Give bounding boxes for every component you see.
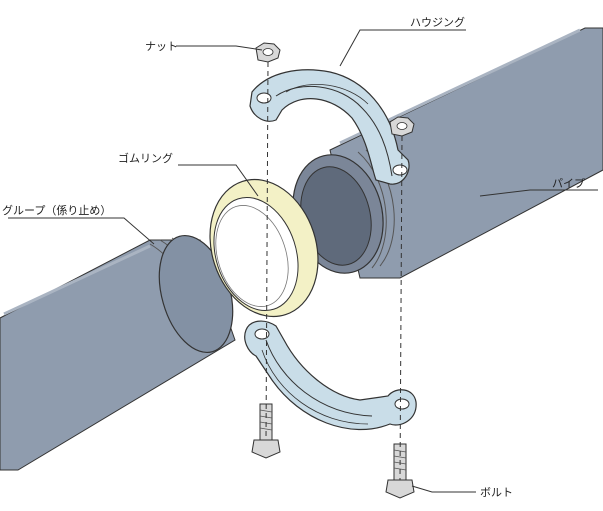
- assembly-lines: [265, 61, 403, 481]
- label-groove: グループ（係り止め）: [2, 203, 111, 217]
- nut-right: [389, 116, 415, 137]
- label-bolt: ボルト: [480, 486, 513, 499]
- rubber-ring: [209, 178, 319, 318]
- label-rubber-ring: ゴムリング: [118, 151, 173, 165]
- right-pipe: [292, 27, 603, 279]
- label-housing: ハウジング: [410, 15, 465, 29]
- label-pipe: パイプ: [552, 177, 585, 190]
- lower-housing: [244, 320, 417, 431]
- left-pipe: [0, 234, 236, 471]
- nut-top: [255, 42, 281, 63]
- leader-lines: [8, 29, 598, 493]
- label-nut: ナット: [145, 40, 178, 53]
